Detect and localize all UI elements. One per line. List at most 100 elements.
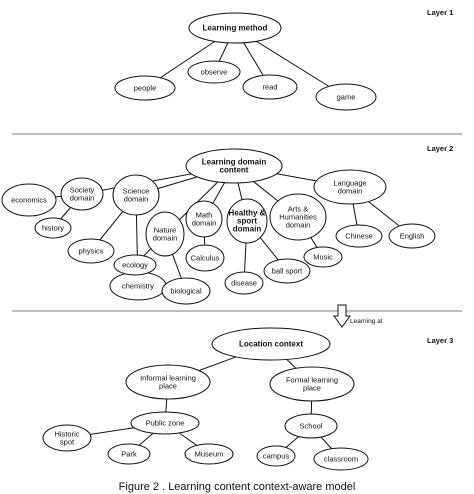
node-label: Math — [196, 211, 213, 220]
node-shape — [125, 364, 211, 400]
node-chinese: Chinese — [335, 224, 383, 248]
node-shape — [313, 447, 369, 471]
node-shape — [114, 75, 176, 101]
node-history: history — [34, 217, 72, 239]
node-biological: biological — [161, 277, 211, 305]
node-disease: disease — [224, 271, 264, 295]
node-economics: economics — [1, 183, 57, 217]
node-shape — [313, 169, 387, 205]
node-shape — [184, 443, 234, 465]
node-label: Society — [70, 186, 95, 195]
node-english: English — [388, 223, 436, 249]
node-label: domain — [124, 195, 149, 204]
node-shape — [34, 217, 72, 239]
node-label: chemistry — [122, 282, 154, 291]
node-label: Language — [333, 179, 366, 188]
node-classroom: classroom — [313, 447, 369, 471]
node-label: Informal learning — [140, 374, 196, 383]
node-label: Learning domain — [202, 158, 267, 167]
node-label: sport — [237, 217, 257, 226]
node-shape — [303, 246, 343, 268]
node-label: Learning method — [203, 24, 268, 33]
node-shape — [67, 238, 115, 264]
node-location: Location context — [211, 327, 331, 361]
node-shape — [112, 174, 160, 216]
node-shape — [335, 224, 383, 248]
node-label: spot — [60, 438, 75, 447]
node-read: read — [242, 74, 298, 100]
node-label: School — [300, 422, 323, 431]
node-label: disease — [231, 279, 257, 288]
node-label: Public zone — [146, 419, 185, 428]
node-school: School — [284, 413, 338, 439]
node-label: domain — [338, 187, 363, 196]
node-label: campus — [263, 452, 290, 461]
node-label: ecology — [122, 261, 148, 270]
node-label: Humanities — [279, 213, 317, 222]
node-shape — [315, 83, 377, 111]
arrow-label: Learning at — [350, 318, 383, 325]
node-calculus: Calculus — [185, 244, 225, 272]
node-museum: Museum — [184, 443, 234, 465]
node-label: English — [400, 232, 425, 241]
node-label: Park — [121, 450, 137, 459]
down-arrow-icon — [333, 304, 351, 328]
node-label: ball sport — [272, 267, 303, 276]
node-shape — [60, 177, 104, 211]
node-shape — [256, 445, 296, 467]
node-label: biological — [170, 287, 202, 296]
node-label: Formal learning — [286, 376, 338, 385]
node-label: domain — [286, 221, 311, 230]
node-label: economics — [11, 196, 47, 205]
node-shape — [188, 12, 282, 44]
node-shape — [226, 198, 268, 244]
node-shape — [161, 277, 211, 305]
node-game: game — [315, 83, 377, 111]
node-public-zone: Public zone — [130, 411, 200, 435]
node-label: Arts & — [288, 205, 308, 214]
node-shape — [113, 254, 157, 276]
node-shape — [130, 411, 200, 435]
node-label: people — [134, 84, 157, 93]
node-shape — [187, 60, 241, 84]
node-physics: physics — [67, 238, 115, 264]
node-label: content — [220, 166, 249, 175]
node-label: domain — [153, 234, 178, 243]
node-music: Music — [303, 246, 343, 268]
node-label: Nature — [154, 226, 177, 235]
node-shape — [185, 148, 283, 184]
node-shape — [185, 200, 223, 238]
figure-caption: Figure 2 . Learning content context-awar… — [119, 481, 356, 493]
node-ball-sport: ball sport — [263, 258, 311, 284]
node-chemistry: chemistry — [109, 271, 167, 301]
node-shape — [1, 183, 57, 217]
layer-3-label: Layer 3 — [427, 336, 453, 345]
node-label: Historic — [54, 430, 79, 439]
node-shape — [211, 327, 331, 361]
node-park: Park — [107, 443, 151, 465]
node-shape — [42, 424, 92, 452]
node-label: Calculus — [191, 254, 220, 263]
node-label: domain — [192, 219, 217, 228]
node-shape — [107, 443, 151, 465]
node-label: read — [262, 83, 277, 92]
node-label: Science — [123, 187, 150, 196]
node-label: domain — [233, 225, 262, 234]
node-label: place — [159, 382, 177, 391]
node-people: people — [114, 75, 176, 101]
node-label: Healthy & — [229, 209, 266, 218]
node-shape — [185, 244, 225, 272]
node-label: domain — [70, 194, 95, 203]
node-label: history — [42, 224, 64, 233]
node-group: Learning methodpeopleobservereadgameLear… — [1, 12, 436, 471]
node-shape — [242, 74, 298, 100]
